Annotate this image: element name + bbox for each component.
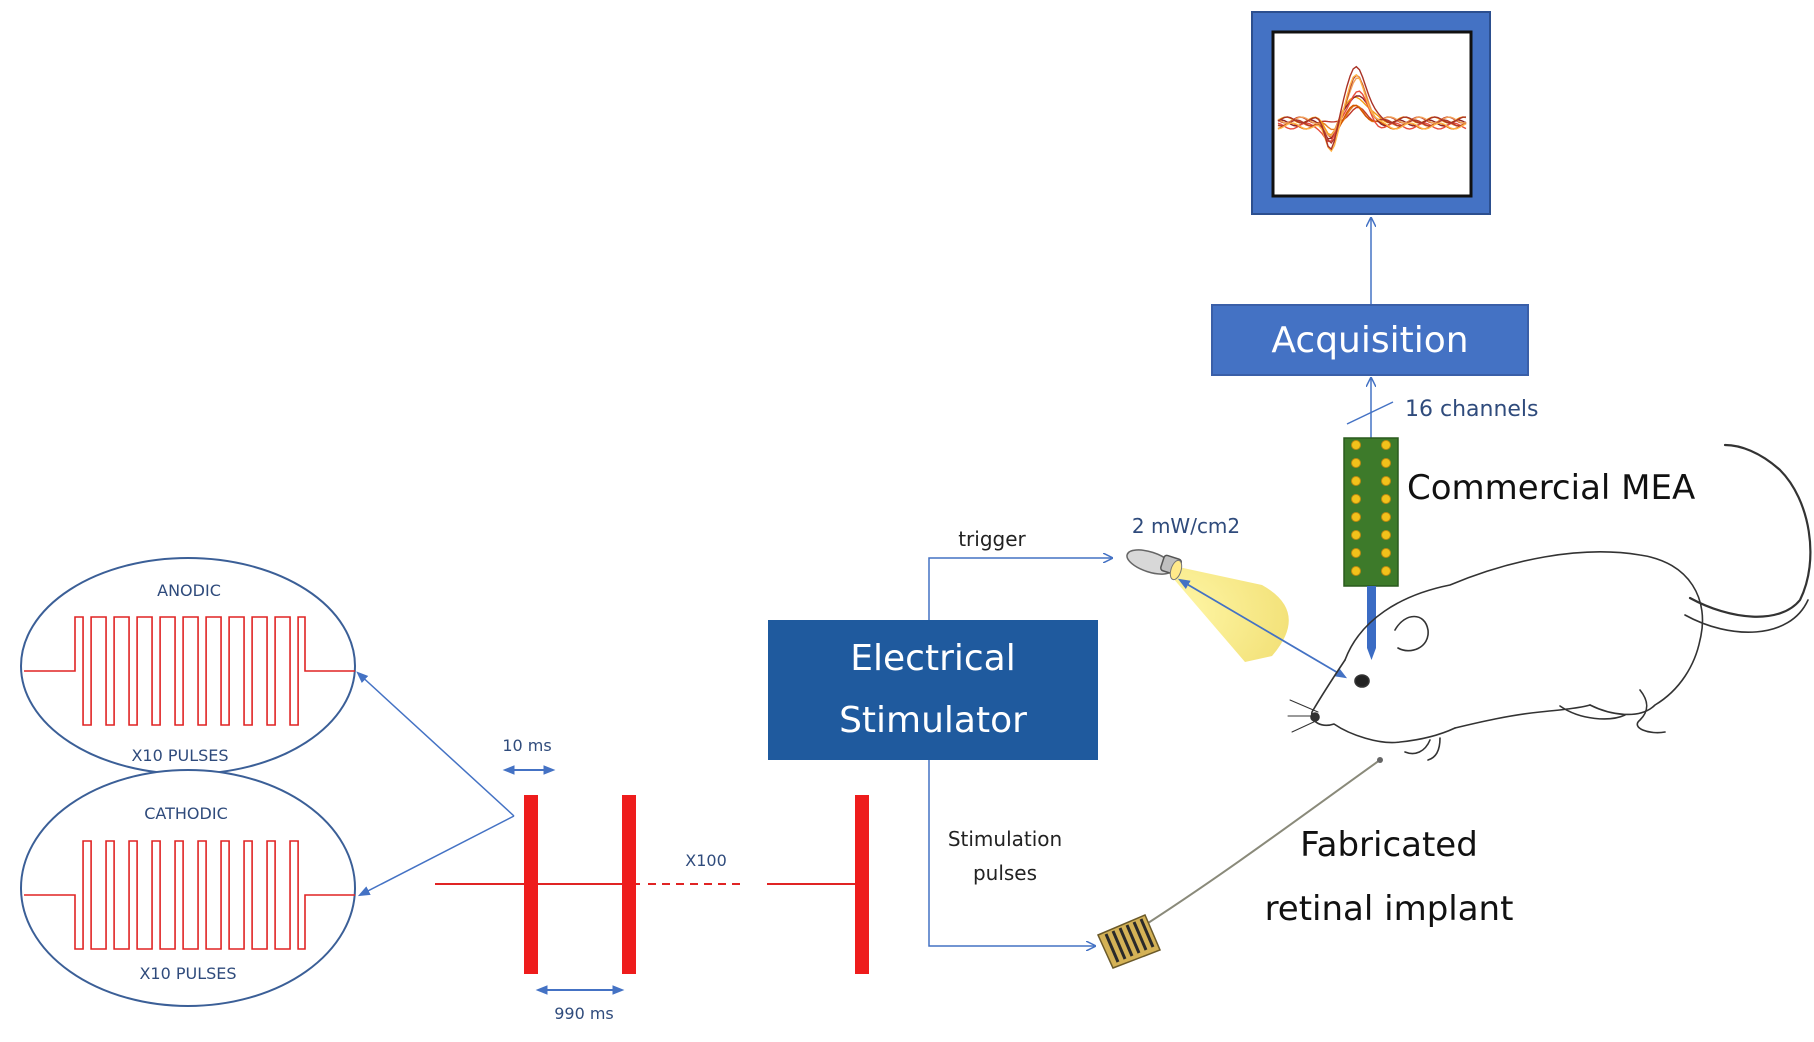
mea-electrode-pad [1351,512,1361,522]
mea-electrode-pad [1351,530,1361,540]
anodic-pulse-wave [24,616,355,726]
rat-front-leg [1404,737,1441,761]
stim-pulse-1 [524,795,538,974]
mea-label: Commercial MEA [1407,468,1695,508]
stim-pulses-label-line1: Stimulation [948,827,1062,851]
mea-electrode-pad [1381,512,1391,522]
rat-thigh [1559,705,1626,720]
mea-electrode-pad [1381,458,1391,468]
mea-electrode-pad [1351,458,1361,468]
pulse-train: X100 10 ms 990 ms [435,736,869,1023]
trigger-line [928,558,1112,620]
acquisition-label: Acquisition [1271,319,1469,361]
rat-whiskers [1287,699,1319,733]
implant-cable-end [1377,757,1383,763]
mea-electrode-pad [1381,530,1391,540]
cathodic-ellipse [20,769,356,1007]
implant-electrode [1132,921,1148,951]
rat-tail [1688,443,1812,618]
mea-electrode-pad [1381,440,1391,450]
mea-electrode-pad [1381,476,1391,486]
signal-trace [1277,73,1467,153]
stimulator-label-line1: Electrical [850,638,1016,679]
rat-eye [1354,674,1370,688]
cathodic-waveform-panel: CATHODIC X10 PULSES [20,769,356,1007]
mea-tip [1367,648,1376,660]
signal-trace [1277,65,1467,151]
mea-electrode-pad [1351,494,1361,504]
anodic-pulse-count: X10 PULSES [131,746,228,765]
mea-probe-icon [1343,437,1399,660]
implant-electrode [1118,927,1134,957]
mea-shank [1367,586,1376,648]
pulse-interval-label: 990 ms [554,1004,614,1023]
cathodic-pulse-wave [24,840,355,950]
stim-pulses-label-line2: pulses [973,861,1037,885]
recorded-traces [1277,65,1467,153]
mea-electrode-pad [1381,494,1391,504]
rat-hind-leg [1636,689,1666,734]
rat-icon [1287,443,1812,761]
monitor-icon [1251,11,1491,215]
rat-back [1344,551,1704,716]
arrow-to-anodic [356,671,515,817]
anodic-title: ANODIC [157,581,221,600]
light-intensity-label: 2 mW/cm2 [1132,514,1240,538]
implant-label-line2: retinal implant [1265,889,1514,929]
mea-electrode-pad [1351,548,1361,558]
stim-pulse-3 [855,795,869,974]
implant-cable [1144,759,1381,926]
light-beam [1160,563,1289,662]
acquisition-box: Acquisition [1211,304,1529,376]
rat-ear [1394,615,1429,652]
channel-bus-slash [1346,401,1394,425]
arrow-to-cathodic [357,815,515,897]
implant-electrode [1111,930,1127,960]
rat-belly [1454,704,1591,729]
mea-electrode-pad [1351,440,1361,450]
signal-trace [1277,90,1467,143]
retinal-implant-icon [1096,757,1383,969]
mea-electrode-pad [1351,566,1361,576]
channels-label: 16 channels [1405,397,1539,422]
stimulator-label-line2: Stimulator [839,700,1027,741]
electrical-stimulator-box: Electrical Stimulator [768,620,1098,760]
mea-electrode-pad [1381,548,1391,558]
stim-pulse-2 [622,795,636,974]
implant-electrode [1139,918,1155,948]
implant-label-line1: Fabricated [1300,825,1478,865]
mea-electrode-pad [1351,476,1361,486]
rat-tail-under [1684,599,1809,633]
anodic-waveform-panel: ANODIC X10 PULSES [20,557,356,775]
trigger-label: trigger [958,527,1026,551]
light-to-eye-arrow [1177,578,1348,679]
cathodic-title: CATHODIC [144,804,227,823]
stim-pulses-line [928,760,1095,946]
cathodic-pulse-count: X10 PULSES [139,964,236,983]
implant-electrode [1104,933,1120,963]
mea-electrode-pad [1381,566,1391,576]
rat-head [1311,659,1456,744]
flashlight-icon [1126,549,1183,581]
pulse-width-label: 10 ms [502,736,551,755]
implant-electrode [1125,924,1141,954]
repeat-label: X100 [685,851,727,870]
